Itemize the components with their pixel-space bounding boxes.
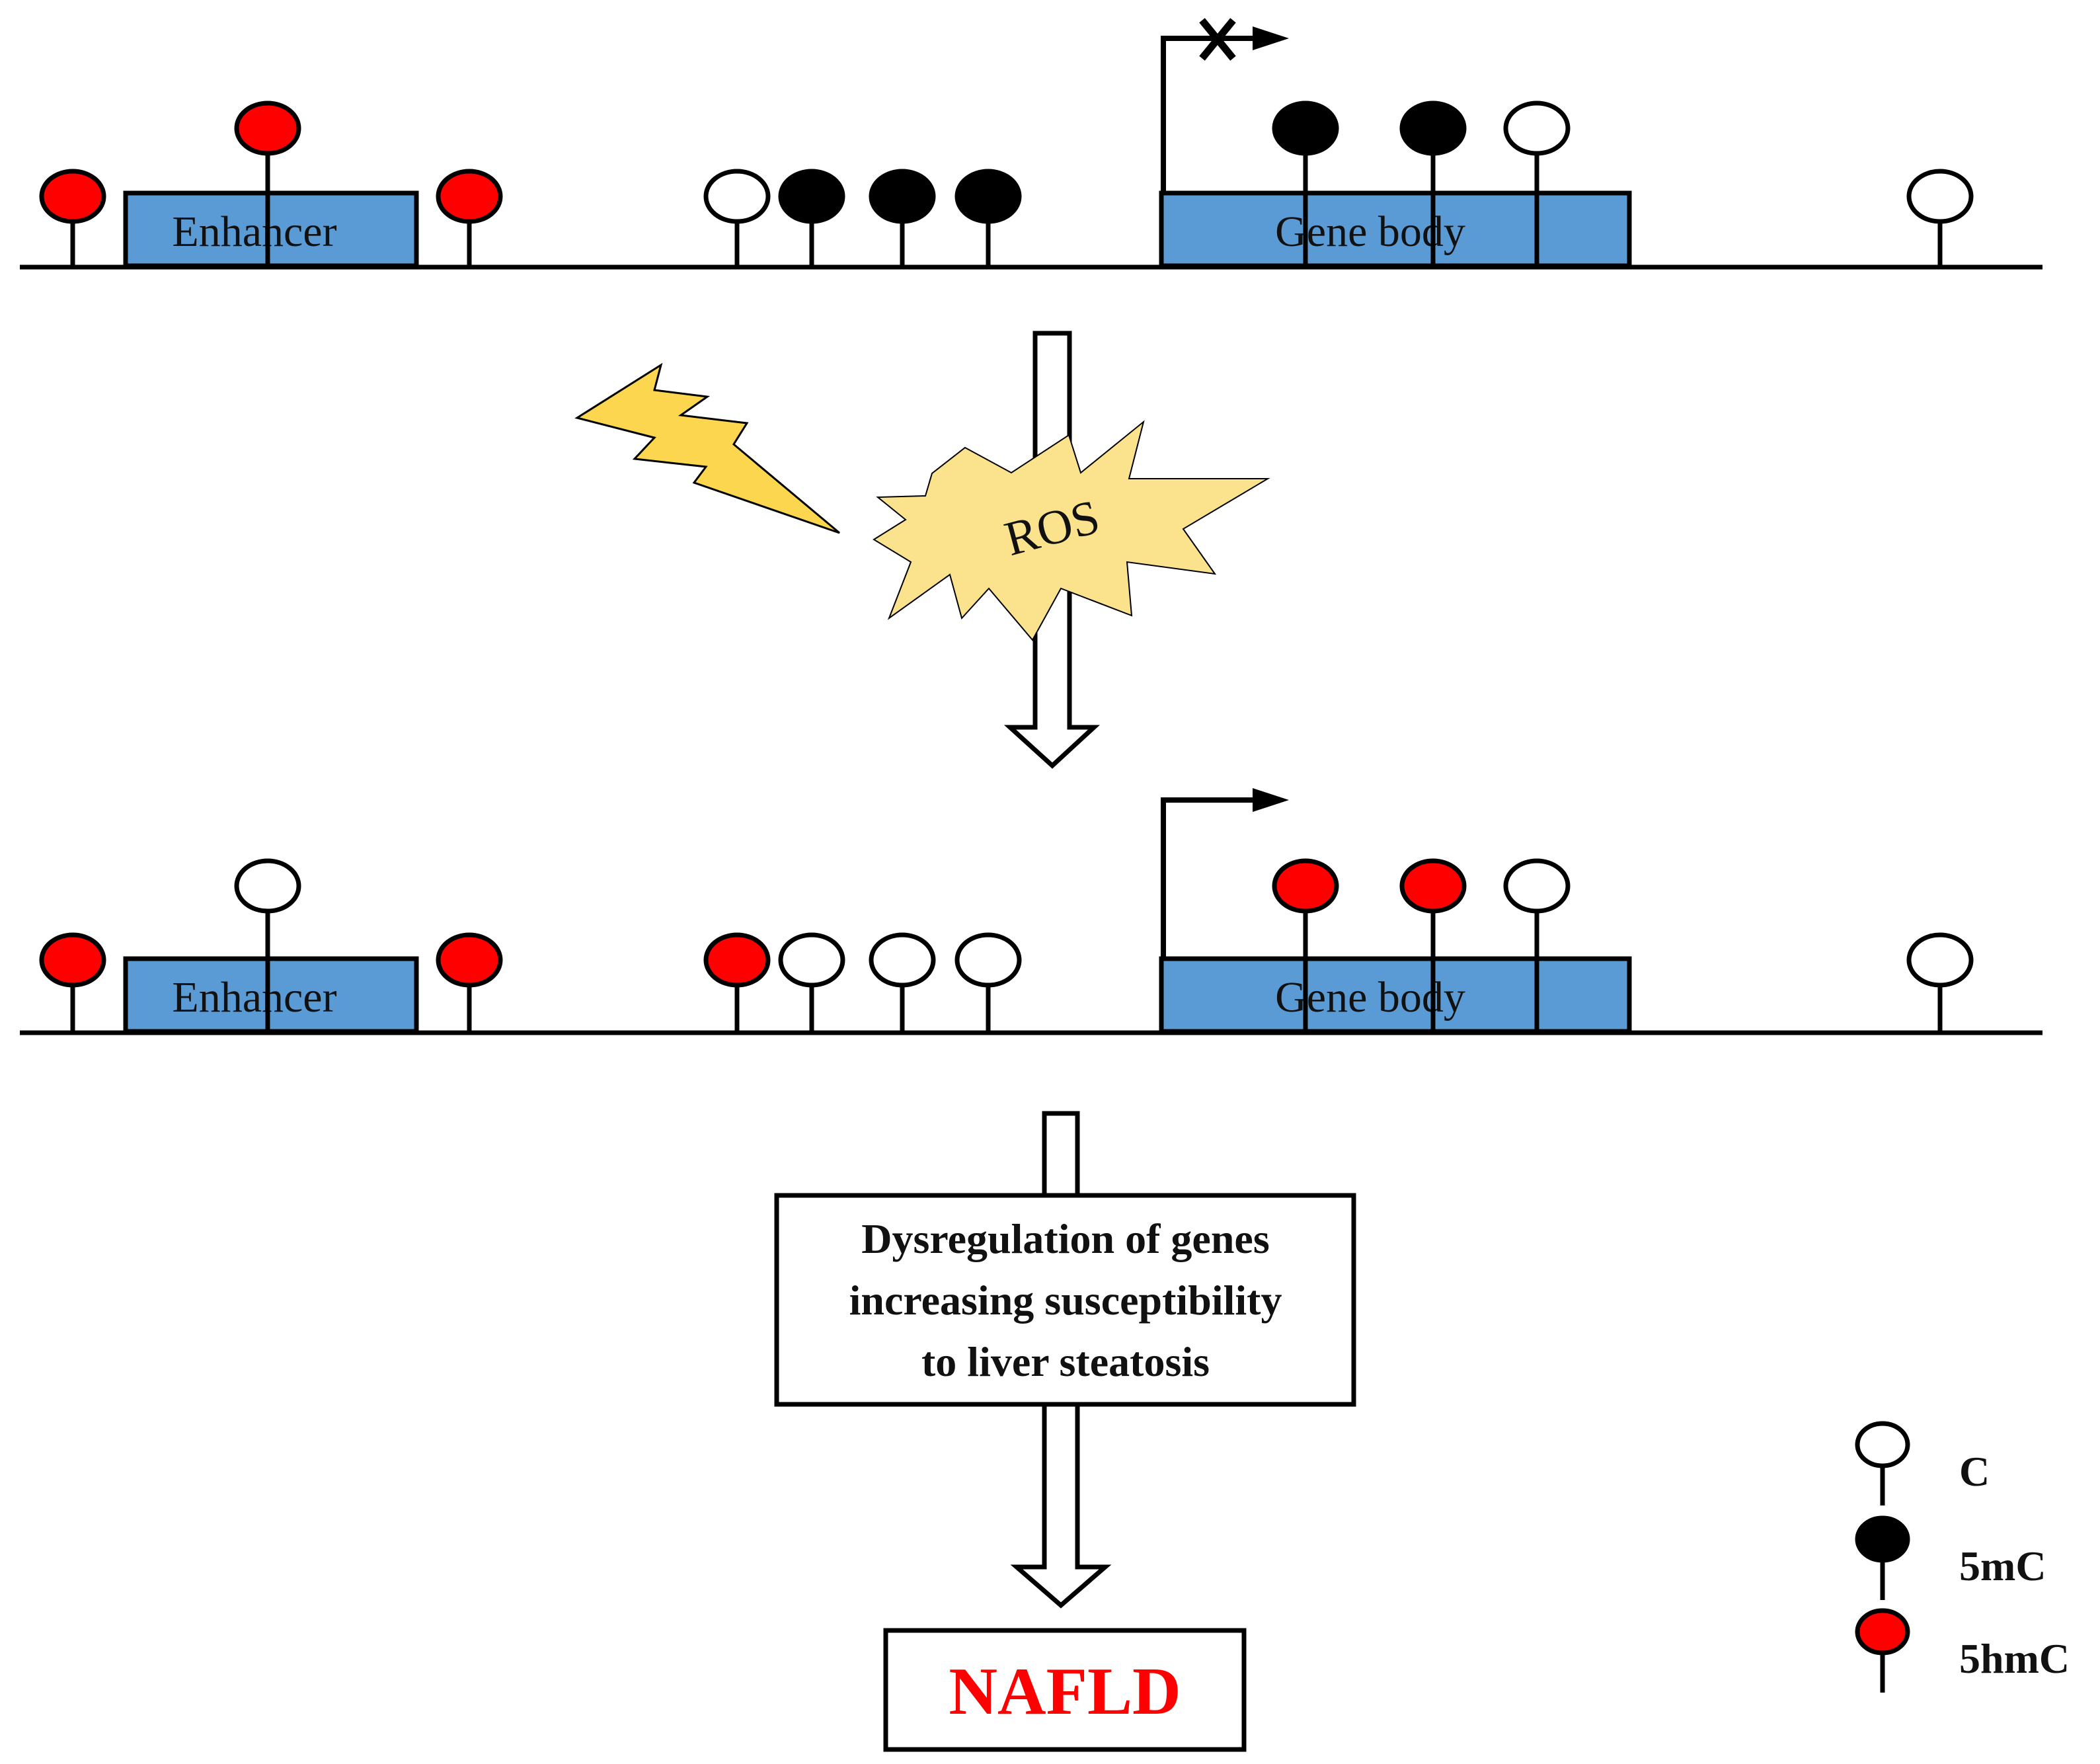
legend-marker xyxy=(1855,1608,1910,1656)
cross-mark-icon xyxy=(1199,18,1236,61)
bottom-site-c xyxy=(234,858,301,1033)
top-site-5mc xyxy=(1399,100,1467,267)
explosion-burst-icon: ROS xyxy=(873,420,1270,641)
top-site-c xyxy=(1503,100,1571,267)
legend-label: 5hmC xyxy=(1959,1635,2070,1682)
bottom-site-5hmc xyxy=(1399,858,1467,1033)
bottom-enhancer-label: Enhancer xyxy=(172,973,336,1022)
consequence-line-1: Dysregulation of genes xyxy=(861,1215,1269,1262)
consequence-line-2: increasing susceptibility xyxy=(849,1277,1282,1324)
consequence-arrow xyxy=(1042,1111,1080,1199)
top-site-c xyxy=(1906,169,1974,267)
legend-item-5mc: 5mC xyxy=(1855,1515,2046,1600)
legend-item-5hmc: 5hmC xyxy=(1855,1608,2070,1693)
bottom-gene-body-box xyxy=(1159,956,1632,1034)
top-site-5hmc xyxy=(436,169,503,267)
bottom-site-c xyxy=(1503,858,1571,1033)
bottom-site-5hmc xyxy=(703,932,771,1033)
top-site-5hmc xyxy=(234,100,301,267)
bottom-site-5hmc xyxy=(39,932,106,1033)
top-gene-body-box xyxy=(1159,190,1632,268)
consequence-line-3: to liver steatosis xyxy=(921,1338,1210,1385)
consequence-box: Dysregulation of genes increasing suscep… xyxy=(774,1193,1356,1407)
legend-marker xyxy=(1855,1421,1910,1468)
legend-item-c: C xyxy=(1855,1421,1990,1505)
legend-marker xyxy=(1855,1515,1910,1563)
bottom-site-c xyxy=(869,932,936,1033)
bottom-site-5hmc xyxy=(436,932,503,1033)
nafld-label: NAFLD xyxy=(949,1654,1181,1729)
top-enhancer-box xyxy=(123,190,419,268)
outcome-box: NAFLD xyxy=(883,1628,1247,1752)
top-bent-arrow-icon xyxy=(1161,26,1289,193)
top-dna-panel: Enhancer Gene body xyxy=(20,18,2042,270)
bottom-bent-arrow-icon xyxy=(1161,788,1289,959)
bottom-enhancer-box xyxy=(123,956,419,1034)
legend-label: C xyxy=(1959,1448,1990,1495)
bottom-site-c xyxy=(1906,932,1974,1033)
bottom-site-c xyxy=(778,932,845,1033)
top-site-5mc xyxy=(778,169,845,267)
top-methylation-sites xyxy=(39,100,1974,267)
bottom-site-c xyxy=(954,932,1022,1033)
top-site-5mc xyxy=(954,169,1022,267)
legend-label: 5mC xyxy=(1959,1543,2046,1589)
bottom-dna-panel: Enhancer Gene body xyxy=(20,788,2042,1035)
top-site-5mc xyxy=(869,169,936,267)
top-site-5mc xyxy=(1272,100,1339,267)
top-site-5hmc xyxy=(39,169,106,267)
top-site-c xyxy=(703,169,771,267)
bottom-methylation-sites xyxy=(39,858,1974,1033)
bottom-site-5hmc xyxy=(1272,858,1339,1033)
lightning-bolt-icon xyxy=(574,362,840,534)
outcome-arrow xyxy=(1010,1402,1112,1609)
top-enhancer-label: Enhancer xyxy=(172,208,336,256)
legend: C 5mC 5hmC xyxy=(1855,1421,2070,1693)
